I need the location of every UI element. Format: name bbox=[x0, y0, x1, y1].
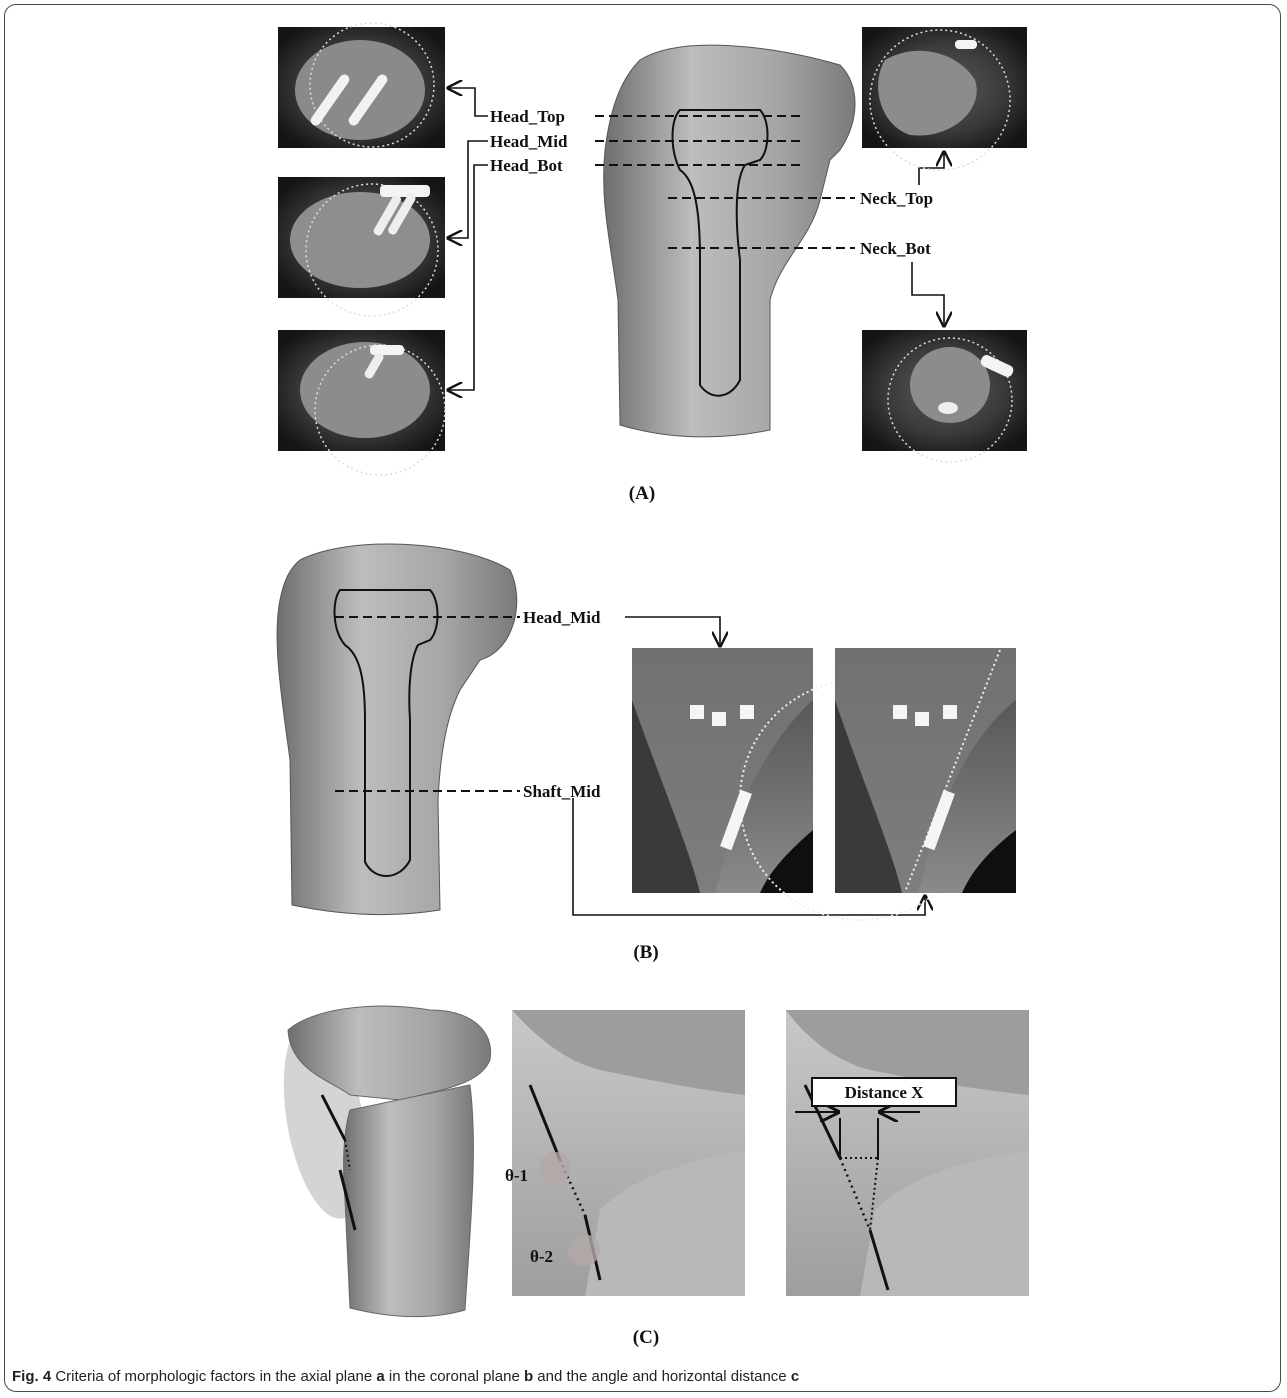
bone-model-a bbox=[604, 45, 855, 437]
caption-fig-number: Fig. 4 bbox=[12, 1368, 51, 1385]
label-theta-1: θ-1 bbox=[505, 1166, 528, 1185]
ct-slice-head-top bbox=[278, 23, 445, 148]
label-distance-x: Distance X bbox=[845, 1083, 925, 1102]
bone-model-b bbox=[277, 544, 517, 915]
figure-caption: Fig. 4 Criteria of morphologic factors i… bbox=[12, 1368, 799, 1385]
zoom-angle-panel: θ-1 θ-2 bbox=[505, 1010, 745, 1296]
panel-b-label: (B) bbox=[633, 942, 658, 963]
caption-text-1: Criteria of morphologic factors in the a… bbox=[51, 1368, 376, 1385]
zoom-distance-panel: Distance X bbox=[786, 1010, 1029, 1296]
ct-coronal-line bbox=[835, 648, 1016, 893]
label-head-mid-b: Head_Mid bbox=[523, 608, 601, 627]
bone-model-c bbox=[270, 1006, 490, 1316]
label-head-top: Head_Top bbox=[490, 107, 565, 126]
caption-ref-c: c bbox=[791, 1368, 799, 1385]
label-head-mid: Head_Mid bbox=[490, 132, 568, 151]
ct-slice-neck-top bbox=[862, 27, 1027, 170]
caption-text-2: in the coronal plane bbox=[385, 1368, 524, 1385]
caption-ref-a: a bbox=[376, 1368, 384, 1385]
panel-c-label: (C) bbox=[633, 1327, 659, 1348]
label-theta-2: θ-2 bbox=[530, 1247, 553, 1266]
ct-slice-head-mid bbox=[278, 177, 445, 316]
label-head-bot: Head_Bot bbox=[490, 156, 563, 175]
connectors-a-left bbox=[448, 88, 488, 390]
caption-text-3: and the angle and horizontal distance bbox=[533, 1368, 791, 1385]
panel-a: Head_Top Head_Mid Head_Bot Neck_Top Neck… bbox=[278, 23, 1027, 504]
caption-ref-b: b bbox=[524, 1368, 533, 1385]
label-neck-bot: Neck_Bot bbox=[860, 239, 931, 258]
ct-slice-head-bot bbox=[278, 330, 445, 475]
label-neck-top: Neck_Top bbox=[860, 189, 933, 208]
panel-a-label: (A) bbox=[629, 483, 655, 504]
label-shaft-mid: Shaft_Mid bbox=[523, 782, 601, 801]
ct-slice-neck-bot bbox=[862, 330, 1027, 462]
panel-b: Head_Mid Shaft_Mid (B) bbox=[277, 544, 1016, 963]
panel-c: θ-1 θ-2 Distance X (C) bbox=[270, 1006, 1029, 1348]
